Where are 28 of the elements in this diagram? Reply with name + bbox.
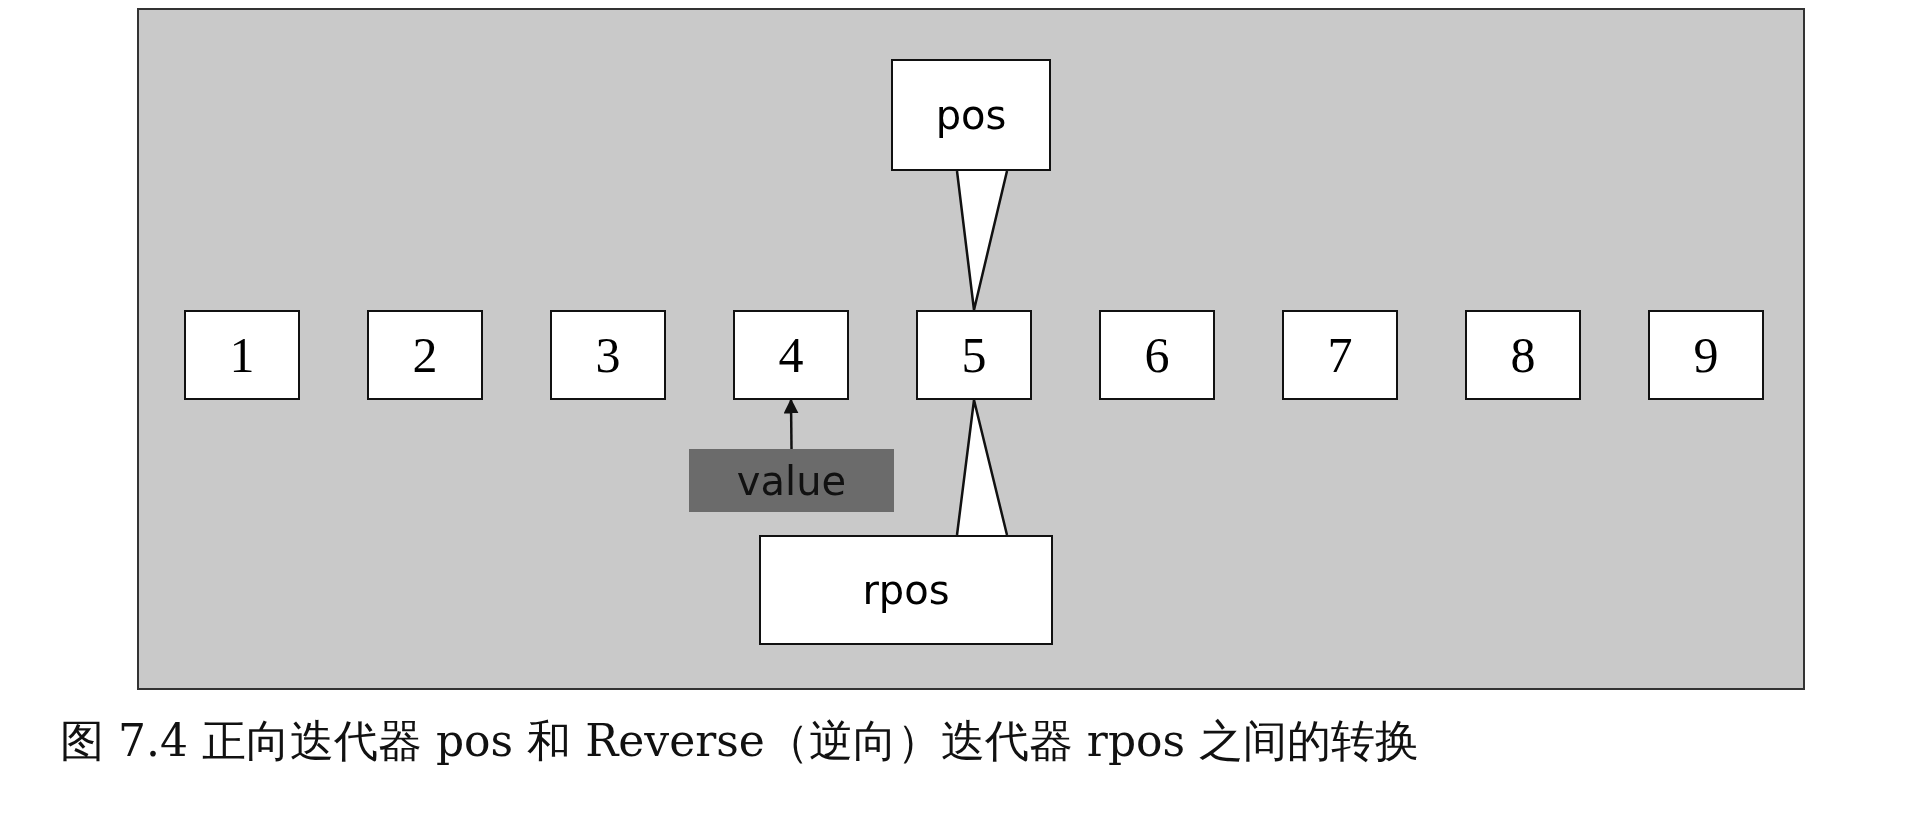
node-text: 1 [229,326,255,384]
node-text: pos [935,92,1007,138]
node-text: 2 [412,326,438,384]
callout-pointer [955,169,1009,312]
arrow [783,398,799,449]
node-text: rpos [862,567,950,613]
caption: 图 7.4 正向迭代器 pos 和 Reverse（逆向）迭代器 rpos 之间的转换 [60,714,1420,768]
node-text: value [736,457,847,504]
node-text: 6 [1144,326,1170,384]
number-box [1648,310,1764,400]
number-box [184,310,300,400]
number-box [916,310,1032,400]
number-box [1099,310,1215,400]
number-box [1282,310,1398,400]
node-text: 8 [1510,326,1536,384]
number-box [550,310,666,400]
node-text: 9 [1693,326,1719,384]
number-box [367,310,483,400]
callout-box [759,535,1053,645]
node-text: 5 [961,326,987,384]
number-box [1465,310,1581,400]
number-box [733,310,849,400]
callout-box [891,59,1051,171]
node-text: 3 [595,326,621,384]
label-box [689,449,894,512]
node-text: 7 [1327,326,1353,384]
node-text: 4 [778,326,804,384]
callout-pointer [955,398,1009,537]
